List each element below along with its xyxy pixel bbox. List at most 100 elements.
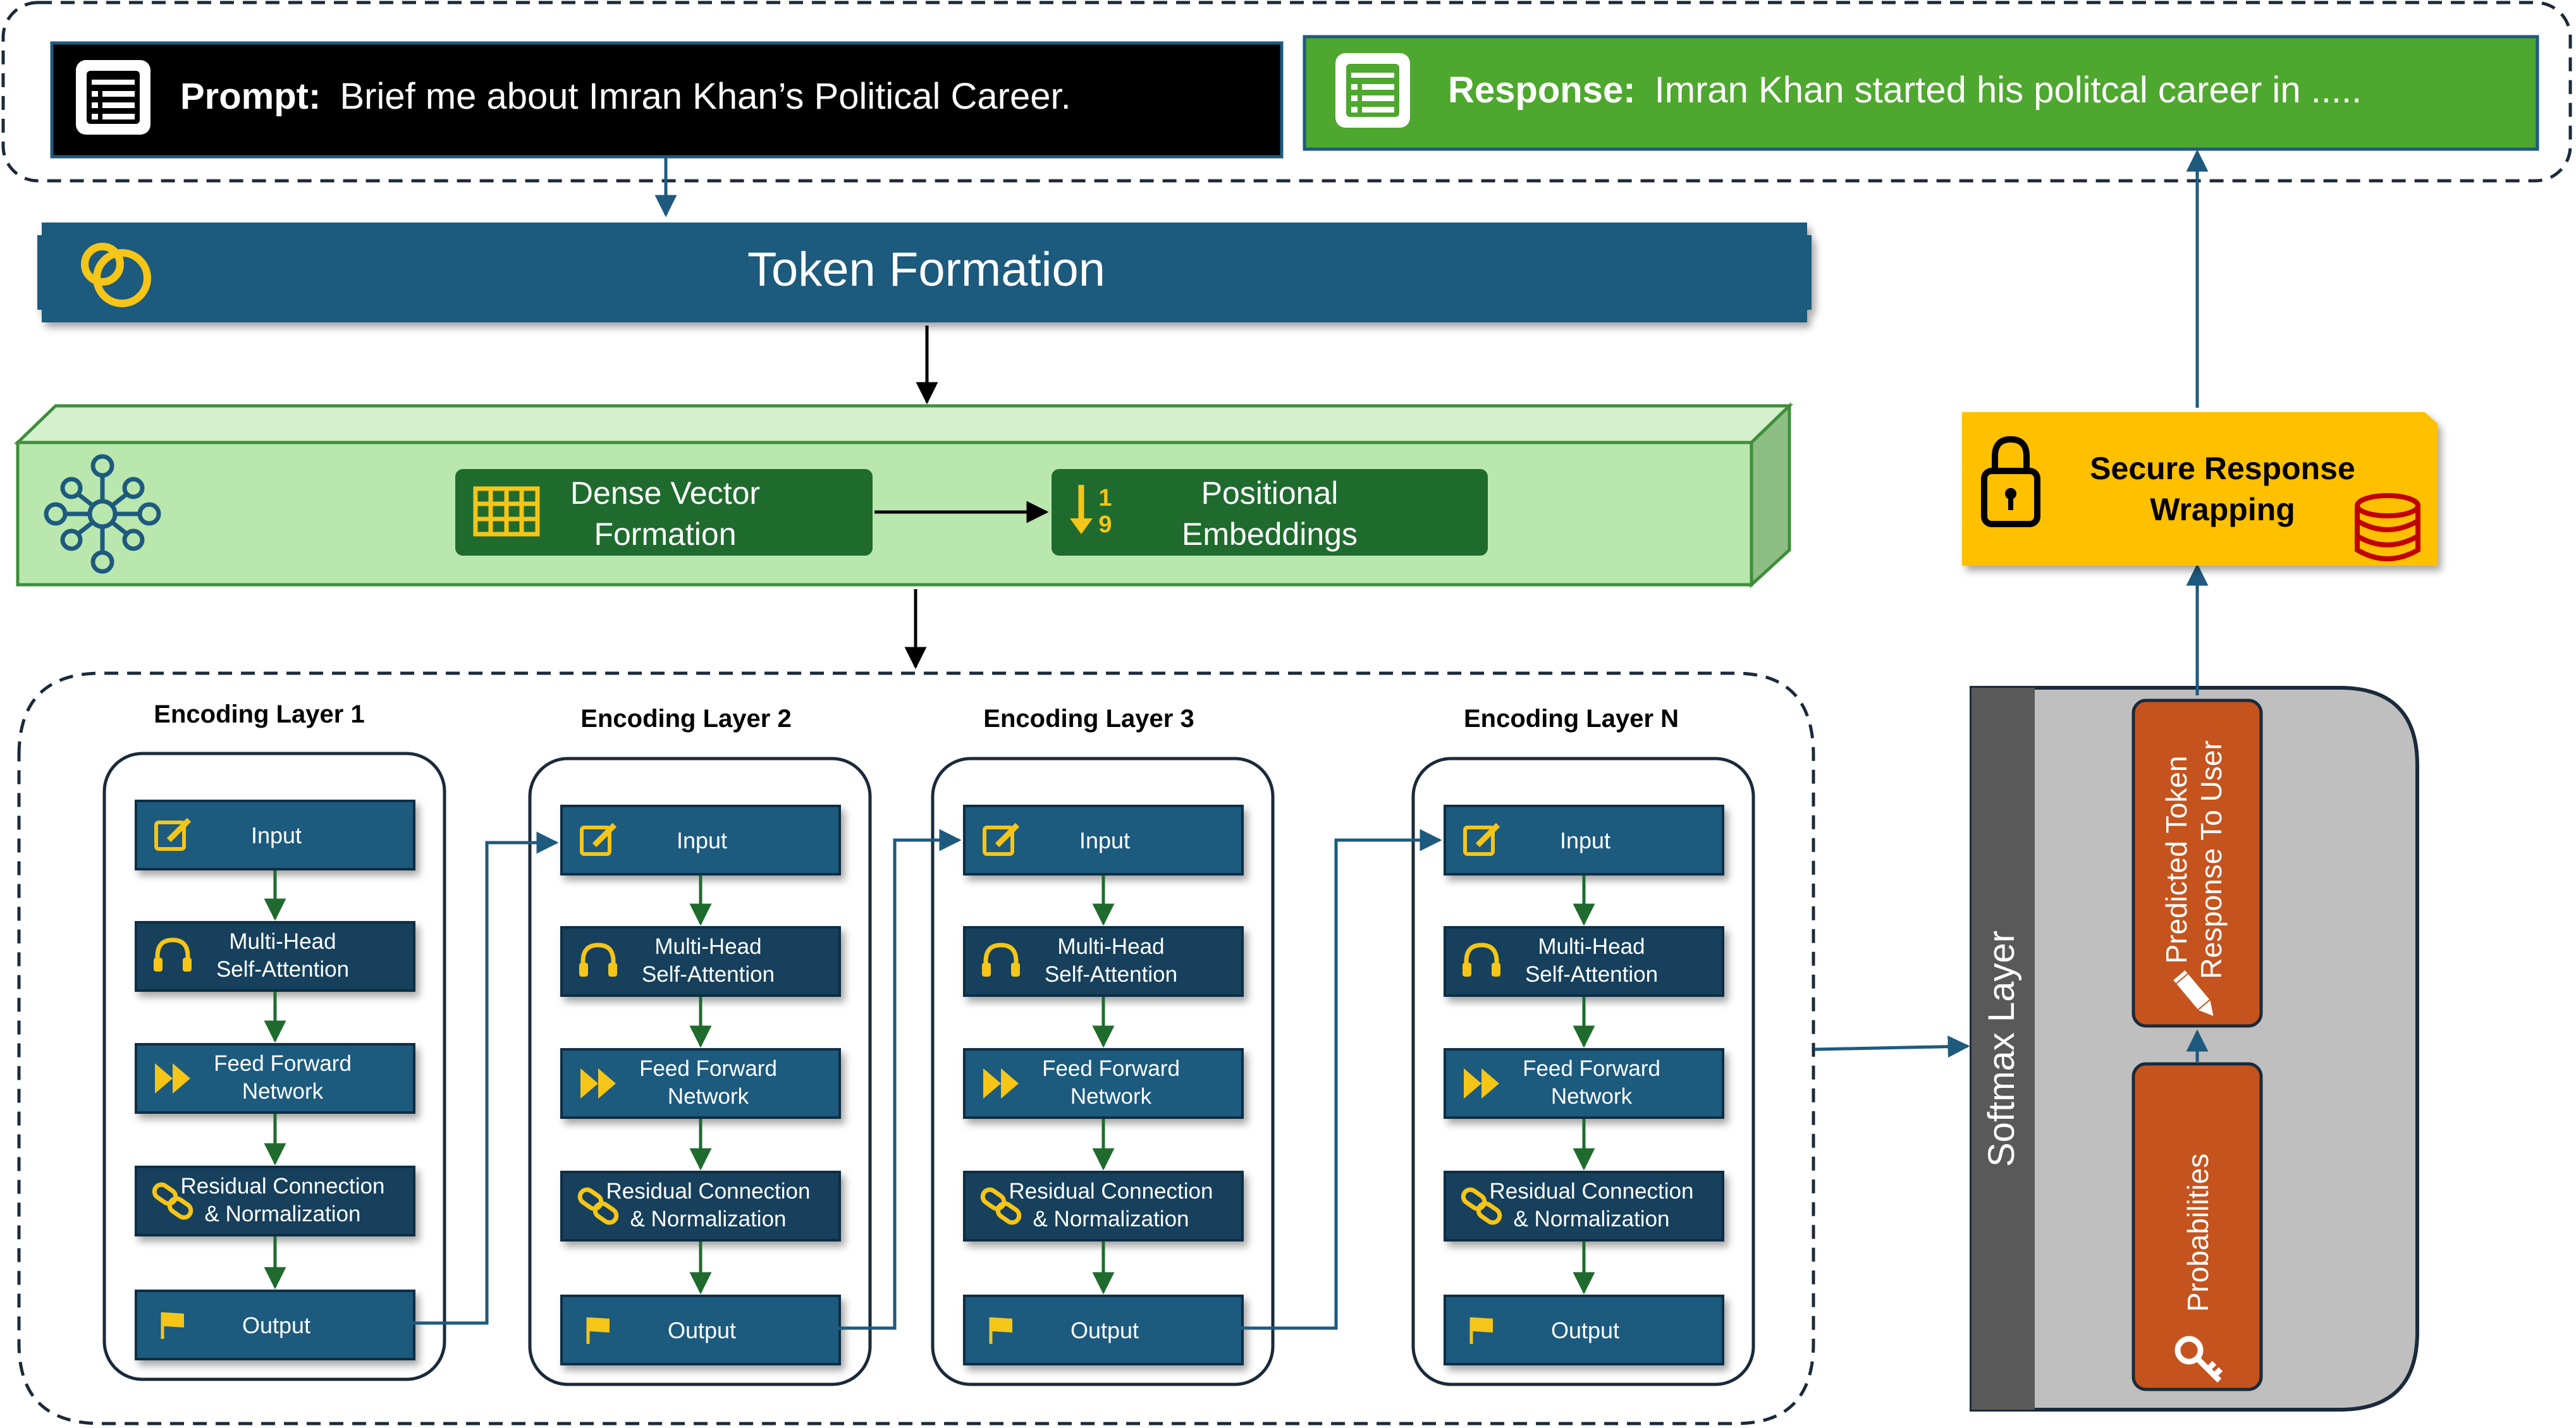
res-block: Residual Connection & Normalization bbox=[560, 1171, 841, 1242]
edit-icon bbox=[154, 817, 192, 851]
edit-icon bbox=[580, 822, 617, 856]
input-label: Input bbox=[1560, 827, 1610, 853]
encoding-layer-4: Encoding Layer NInputMulti-HeadSelf-Atte… bbox=[1411, 705, 1755, 1386]
dense-line2: Formation bbox=[594, 516, 736, 552]
positional-line2: Embeddings bbox=[1182, 516, 1358, 552]
network-icon bbox=[44, 454, 161, 574]
res-label-line1: Residual Connection bbox=[1490, 1179, 1694, 1204]
res-block: Residual Connection& Normalization bbox=[1444, 1171, 1724, 1242]
secure-line1: Secure Response bbox=[2090, 451, 2355, 486]
arrow-encoders-to-softmax bbox=[1814, 1035, 1970, 1058]
headphones-icon bbox=[579, 943, 617, 977]
headphones-icon bbox=[982, 943, 1020, 977]
encoding-layer-1: Encoding Layer 1InputMulti-HeadSelf-Atte… bbox=[102, 700, 446, 1381]
probabilities-box: Probabilities bbox=[2131, 1062, 2263, 1391]
edit-icon bbox=[1463, 822, 1500, 856]
ffn-label-line2: Network bbox=[668, 1084, 749, 1109]
svg-text:9: 9 bbox=[1098, 511, 1112, 538]
encoder-container bbox=[17, 671, 1815, 1425]
input-label: Input bbox=[677, 827, 727, 853]
dense-line1: Dense Vector bbox=[570, 475, 760, 511]
softmax-title: Softmax Layer bbox=[1981, 931, 2022, 1167]
flag-icon bbox=[586, 1317, 610, 1344]
input-block: Input bbox=[1444, 805, 1724, 876]
connector-enc3-encN bbox=[1239, 829, 1442, 1330]
svg-text:Prompt: Brief me about I: Prompt: Brief me about Imran Khan’s Poli… bbox=[180, 76, 1071, 117]
predicted-token-box: Predicted Token Response To User bbox=[2131, 699, 2263, 1028]
document-icon bbox=[76, 60, 150, 135]
input-block: Input bbox=[963, 805, 1244, 876]
lock-icon bbox=[1981, 436, 2040, 527]
ffn-label-line2: Network bbox=[242, 1079, 324, 1104]
dense-vector-box: Dense Vector Formation bbox=[455, 469, 873, 556]
flag-icon bbox=[1469, 1317, 1493, 1344]
encoding-layer-title: Encoding Layer 1 bbox=[154, 700, 364, 728]
prompt-label: Prompt: bbox=[180, 76, 321, 117]
fast-forward-icon bbox=[983, 1068, 1019, 1099]
pencil-icon bbox=[2173, 970, 2214, 1016]
encoding-layer-title: Encoding Layer N bbox=[1464, 705, 1679, 733]
fast-forward-icon bbox=[155, 1063, 190, 1094]
encoding-layer-3: Encoding Layer 3 InputMulti-HeadSelf-Atte… bbox=[931, 705, 1275, 1386]
database-icon bbox=[2355, 493, 2420, 561]
mhsa-label-line2: Self-Attention bbox=[1525, 962, 1658, 987]
secure-line2: Wrapping bbox=[2150, 492, 2295, 527]
connector-enc1-enc2 bbox=[408, 831, 559, 1325]
output-block: Output bbox=[963, 1295, 1244, 1365]
grid-icon bbox=[473, 486, 540, 537]
res-label-line1: Residual Connection bbox=[181, 1174, 385, 1199]
res-label-line1: Residual Connection bbox=[1009, 1179, 1213, 1204]
encoding-layer-title: Encoding Layer 3 bbox=[983, 705, 1194, 733]
svg-text:1: 1 bbox=[1098, 485, 1112, 511]
ffn-label-line1: Feed Forward bbox=[1523, 1056, 1660, 1081]
positional-embedding-box: 1 9 Positional Embeddings bbox=[1052, 469, 1488, 556]
edit-icon bbox=[983, 822, 1020, 856]
flag-icon bbox=[161, 1312, 184, 1339]
res-block: Residual Connection & Normalization bbox=[963, 1171, 1244, 1242]
input-label: Input bbox=[251, 822, 302, 848]
probabilities-label: Probabilities bbox=[2181, 1154, 2214, 1312]
fast-forward-icon bbox=[580, 1068, 616, 1099]
predicted-line1: Predicted Token bbox=[2160, 755, 2193, 963]
mhsa-label-line2: Self-Attention bbox=[642, 962, 775, 987]
res-label-line2: & Normalization bbox=[630, 1207, 786, 1231]
document-icon bbox=[1335, 53, 1410, 128]
encoding-layer-2: Encoding Layer 2 InputMulti-HeadSelf-Atte… bbox=[528, 705, 872, 1386]
res-label-line1: Residual Connection bbox=[606, 1179, 811, 1204]
svg-text:Response: Imran Khan sta: Response: Imran Khan started his politca… bbox=[1448, 70, 2362, 111]
prompt-bar: Prompt: Brief me about Imran Khan’s Poli… bbox=[50, 41, 1284, 159]
mhsa-label-line2: Self-Attention bbox=[1045, 962, 1177, 987]
embedding-box bbox=[13, 402, 1794, 589]
output-label: Output bbox=[668, 1317, 736, 1343]
res-block: Residual Connection& Normalization bbox=[135, 1166, 415, 1236]
fast-forward-icon bbox=[1464, 1068, 1499, 1099]
response-text: Imran Khan started his politcal career i… bbox=[1655, 70, 2362, 111]
link-icon bbox=[1461, 1187, 1502, 1225]
key-icon bbox=[2174, 1336, 2223, 1383]
flag-icon bbox=[989, 1317, 1012, 1344]
headphones-icon bbox=[154, 937, 192, 972]
res-label-line2: & Normalization bbox=[1033, 1207, 1189, 1231]
mhsa-label-line2: Self-Attention bbox=[216, 957, 349, 982]
response-label: Response: bbox=[1448, 70, 1636, 111]
predicted-line2: Response To User bbox=[2195, 740, 2228, 979]
input-block: Input bbox=[135, 800, 415, 870]
encoding-layer-title: Encoding Layer 2 bbox=[580, 705, 791, 733]
prompt-text: Brief me about Imran Khan’s Political Ca… bbox=[340, 76, 1070, 117]
output-block: Output bbox=[1444, 1295, 1724, 1365]
token-formation-banner bbox=[37, 223, 1812, 322]
output-label: Output bbox=[1070, 1317, 1139, 1343]
output-label: Output bbox=[1551, 1317, 1619, 1343]
sort-numeric-icon: 1 9 bbox=[1070, 485, 1112, 538]
output-label: Output bbox=[242, 1312, 310, 1338]
link-icon bbox=[577, 1187, 619, 1225]
output-block: Output bbox=[560, 1295, 841, 1365]
positional-line1: Positional bbox=[1201, 475, 1339, 511]
ffn-label-line2: Network bbox=[1551, 1084, 1633, 1109]
